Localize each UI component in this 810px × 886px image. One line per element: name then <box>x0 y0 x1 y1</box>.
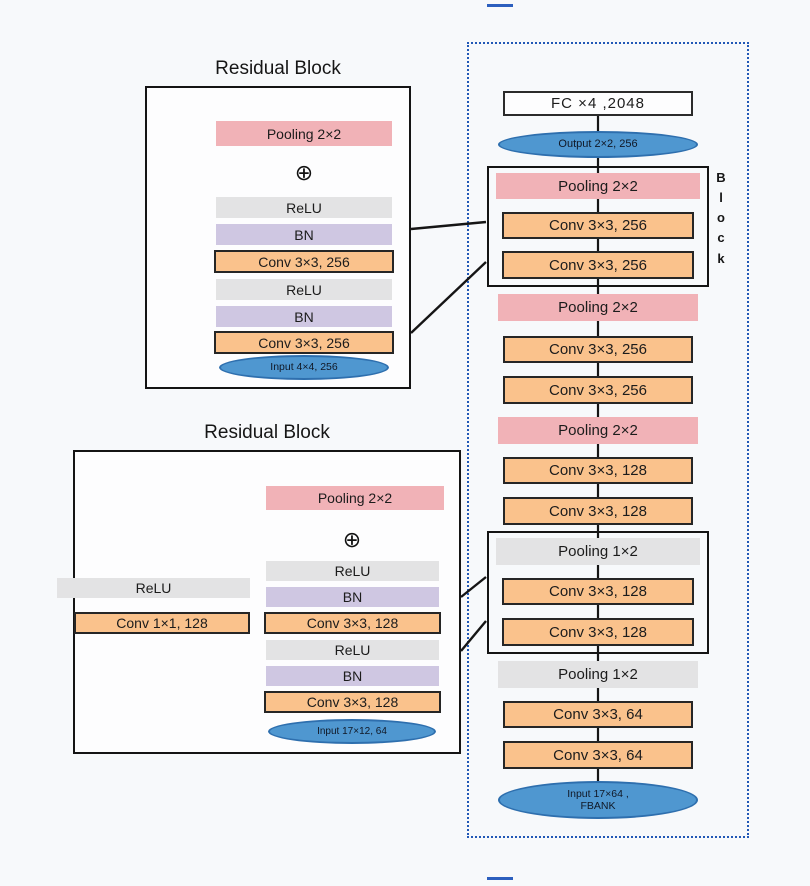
add-junction: ⊕ <box>341 527 363 552</box>
network-dotted-frame <box>467 42 749 838</box>
layer-conv: Conv 3×3, 256 <box>502 251 694 279</box>
layer-conv: Conv 3×3, 128 <box>264 691 441 713</box>
block-label: B l o c k <box>716 170 726 266</box>
layer-conv: Conv 3×3, 128 <box>503 457 693 484</box>
layer-pooling: Pooling 2×2 <box>266 486 444 510</box>
input-node-line2: FBANK <box>580 800 616 812</box>
bottom-residual-title: Residual Block <box>204 422 330 443</box>
layer-pooling: Pooling 2×2 <box>216 121 392 146</box>
layer-conv: Conv 3×3, 128 <box>264 612 441 634</box>
layer-relu: ReLU <box>216 197 392 218</box>
frame-artifact-top <box>487 4 513 7</box>
layer-pooling: Pooling 2×2 <box>498 294 698 321</box>
output-node: Output 2×2, 256 <box>498 131 698 158</box>
add-junction: ⊕ <box>293 160 315 185</box>
layer-pooling: Pooling 2×2 <box>498 417 698 444</box>
layer-conv: Conv 3×3, 256 <box>503 376 693 404</box>
layer-relu: ReLU <box>57 578 250 598</box>
layer-conv: Conv 3×3, 256 <box>503 336 693 363</box>
layer-pooling: Pooling 2×2 <box>496 173 700 199</box>
bottom-input-node: Input 17×12, 64 <box>268 719 436 744</box>
layer-conv: Conv 3×3, 64 <box>503 701 693 728</box>
layer-conv: Conv 3×3, 128 <box>502 618 694 646</box>
layer-pooling: Pooling 1×2 <box>498 661 698 688</box>
layer-relu: ReLU <box>266 561 439 581</box>
layer-conv: Conv 3×3, 256 <box>214 331 394 354</box>
layer-pooling: Pooling 1×2 <box>496 538 700 565</box>
layer-relu: ReLU <box>266 640 439 660</box>
input-node: Input 17×64 , FBANK <box>498 781 698 819</box>
layer-conv: Conv 3×3, 128 <box>503 497 693 525</box>
layer-conv: Conv 3×3, 256 <box>214 250 394 273</box>
layer-bn: BN <box>266 587 439 607</box>
layer-bn: BN <box>216 306 392 327</box>
layer-conv: Conv 1×1, 128 <box>74 612 250 634</box>
layer-relu: ReLU <box>216 279 392 300</box>
layer-conv: Conv 3×3, 128 <box>502 578 694 605</box>
top-residual-title: Residual Block <box>215 58 341 79</box>
layer-bn: BN <box>266 666 439 686</box>
layer-bn: BN <box>216 224 392 245</box>
layer-conv: Conv 3×3, 64 <box>503 741 693 769</box>
top-input-node: Input 4×4, 256 <box>219 355 389 380</box>
layer-conv: Conv 3×3, 256 <box>502 212 694 239</box>
input-node-line1: Input 17×64 , <box>567 787 629 800</box>
frame-artifact-bottom <box>487 877 513 880</box>
block2-frame <box>487 531 709 654</box>
fc-layer: FC ×4 ,2048 <box>503 91 693 116</box>
block1-frame <box>487 166 709 287</box>
